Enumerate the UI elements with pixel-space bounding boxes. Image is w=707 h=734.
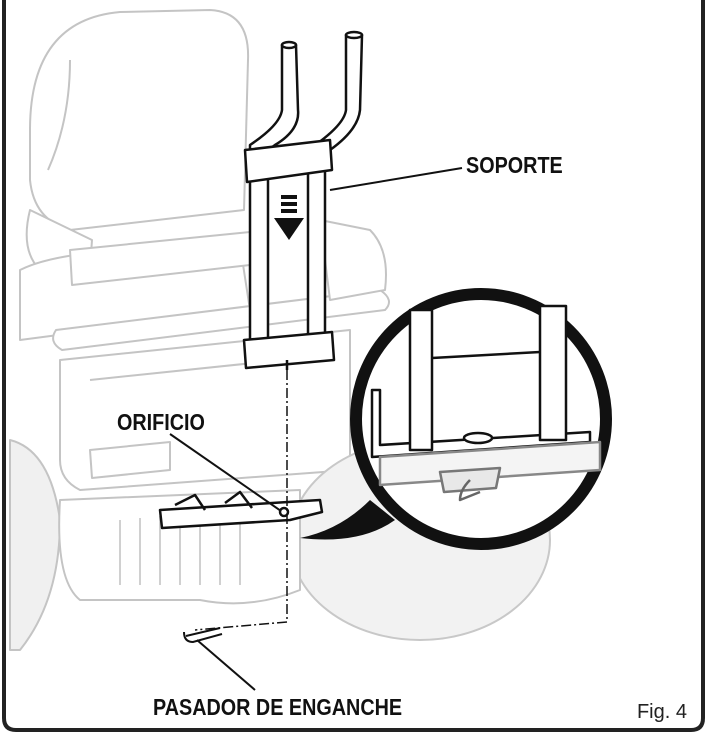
tire-left <box>9 439 61 651</box>
support-leader <box>329 167 463 191</box>
hole-label: ORIFICIO <box>117 409 205 435</box>
hole-leader <box>169 433 282 512</box>
alignment-line <box>194 370 288 631</box>
support-label: SOPORTE <box>466 152 563 178</box>
seat-back <box>29 9 250 231</box>
hitch-plate <box>158 490 324 530</box>
figure-number: Fig. 4 <box>636 701 687 723</box>
detail-magnifier <box>300 288 612 550</box>
rear-rail <box>52 289 390 351</box>
hitch-pin-icon <box>183 627 223 644</box>
hitch-pin-label: PASADOR DE ENGANCHE <box>153 694 403 720</box>
pin-leader <box>196 639 256 691</box>
down-arrow-icon <box>274 195 304 240</box>
support-bracket <box>242 30 364 370</box>
